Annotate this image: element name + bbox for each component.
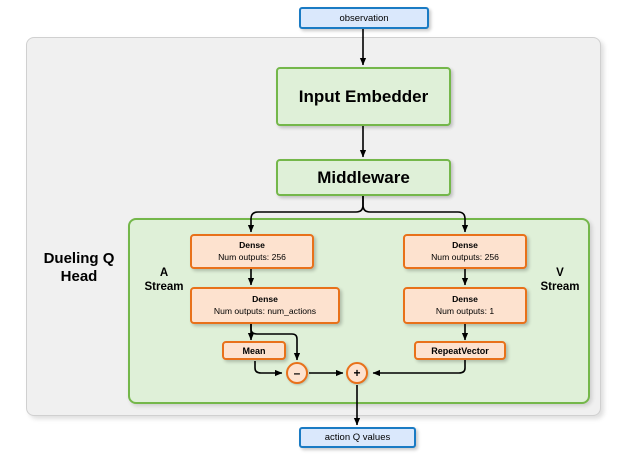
middleware-label: Middleware xyxy=(317,167,410,187)
a-stream-dense1-subtitle: Num outputs: 256 xyxy=(218,251,286,262)
a-stream-dense1-title: Dense xyxy=(239,239,265,250)
repeat-vector-node[interactable]: RepeatVector xyxy=(414,341,506,360)
action-q-values-label: action Q values xyxy=(324,432,391,443)
v-stream-dense2-node[interactable]: Dense Num outputs: 1 xyxy=(403,287,527,324)
dueling-q-head-label-line1: Dueling Q xyxy=(43,250,115,267)
v-stream-dense2-subtitle: Num outputs: 1 xyxy=(435,305,495,316)
v-stream-dense1-node[interactable]: Dense Num outputs: 256 xyxy=(403,234,527,269)
dueling-q-head-label-line2: Head xyxy=(60,268,98,286)
dueling-q-head-label: Dueling Q Head xyxy=(32,250,126,287)
mean-node[interactable]: Mean xyxy=(222,341,286,360)
observation-label: observation xyxy=(339,12,389,24)
v-stream-label-line2: Stream xyxy=(540,281,580,294)
add-operator-node[interactable]: + xyxy=(346,362,368,384)
subtract-symbol: – xyxy=(293,366,301,380)
a-stream-label-line1: A xyxy=(159,267,169,279)
input-embedder-node[interactable]: Input Embedder xyxy=(276,67,451,126)
v-stream-dense2-title: Dense xyxy=(452,293,478,304)
add-symbol: + xyxy=(353,366,361,380)
v-stream-label-line1: V xyxy=(556,267,564,279)
a-stream-dense1-node[interactable]: Dense Num outputs: 256 xyxy=(190,234,314,269)
action-q-values-node[interactable]: action Q values xyxy=(299,427,416,448)
a-stream-label-line2: Stream xyxy=(144,281,184,294)
v-stream-label: V Stream xyxy=(535,266,585,294)
a-stream-label: A Stream xyxy=(139,266,189,294)
mean-label: Mean xyxy=(242,345,266,356)
a-stream-dense2-subtitle: Num outputs: num_actions xyxy=(213,305,317,316)
a-stream-dense2-title: Dense xyxy=(252,293,278,304)
v-stream-dense1-subtitle: Num outputs: 256 xyxy=(431,251,499,262)
input-embedder-label: Input Embedder xyxy=(298,86,429,106)
observation-node[interactable]: observation xyxy=(299,7,429,29)
repeat-vector-label: RepeatVector xyxy=(431,345,489,356)
subtract-operator-node[interactable]: – xyxy=(286,362,308,384)
a-stream-dense2-node[interactable]: Dense Num outputs: num_actions xyxy=(190,287,340,324)
middleware-node[interactable]: Middleware xyxy=(276,159,451,196)
v-stream-dense1-title: Dense xyxy=(452,239,478,250)
